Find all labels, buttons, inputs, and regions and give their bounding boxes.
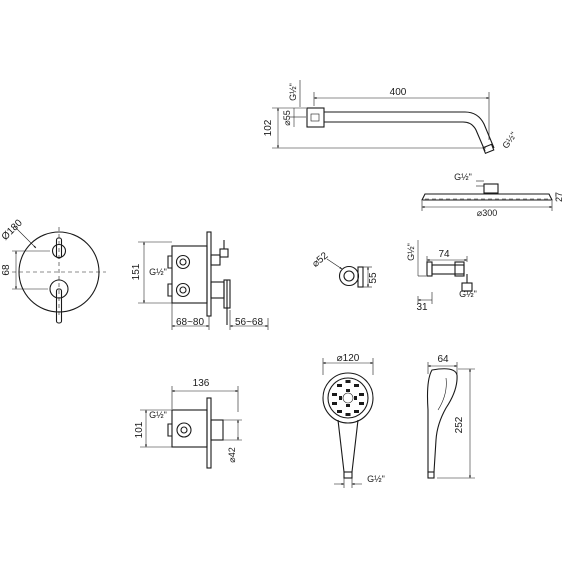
body-diameter-label: ⌀42 (227, 447, 237, 462)
cover-plate-view: Ø180 68 (0, 217, 106, 324)
mixer-depth2-label: 56~68 (235, 317, 264, 328)
arm-thread-top-label: G½" (288, 83, 298, 101)
mixer-side-view: 151 G½" 68~80 56~68 (131, 231, 269, 330)
body-height-label: 101 (134, 421, 145, 438)
wall-outlet-view: G½" 74 31 G½" (406, 240, 477, 313)
elbow-depth-label: 55 (368, 272, 379, 284)
hand-shower-side-view: 64 252 (426, 354, 475, 479)
mixer-depth1-label: 68~80 (176, 317, 205, 328)
nozzle-ring (332, 380, 364, 416)
hand-length-label: 252 (454, 416, 465, 433)
hand-thread-label: G½" (367, 474, 385, 484)
mixer-height-label: 151 (131, 263, 142, 280)
mixer-thread-label: G½" (149, 267, 167, 277)
head-diameter-label: ⌀300 (477, 208, 497, 218)
head-height-label: 27 (554, 192, 564, 202)
body-width-label: 136 (193, 378, 210, 389)
plate-spacing-label: 68 (1, 264, 12, 276)
hand-diameter-label: ⌀120 (337, 353, 360, 364)
outlet-thread-top-label: G½" (406, 243, 416, 261)
hand-shower-front-view: ⌀120 G½" (322, 353, 385, 488)
elbow-diameter-label: ⌀52 (310, 250, 331, 270)
hand-depth-label: 64 (437, 354, 449, 365)
mixer-body-view: 136 101 G½" ⌀42 (134, 378, 242, 469)
arm-length-label: 400 (390, 87, 407, 98)
body-thread-label: G½" (149, 410, 167, 420)
arm-height-label: 102 (263, 119, 274, 136)
plate-diameter-label: Ø180 (0, 217, 25, 242)
rain-head-view: G½" 27 ⌀300 (421, 172, 564, 218)
shower-arm-view: 400 102 ⌀55 G½" G½" (263, 80, 519, 154)
outlet-thread-bottom-label: G½" (459, 289, 477, 299)
head-thread-label: G½" (454, 172, 472, 182)
outlet-offset-label: 31 (416, 302, 428, 313)
elbow-view: ⌀52 55 (310, 250, 379, 288)
arm-thread-end-label: G½" (500, 130, 518, 150)
arm-diameter-label: ⌀55 (282, 110, 292, 125)
outlet-width-label: 74 (438, 249, 450, 260)
